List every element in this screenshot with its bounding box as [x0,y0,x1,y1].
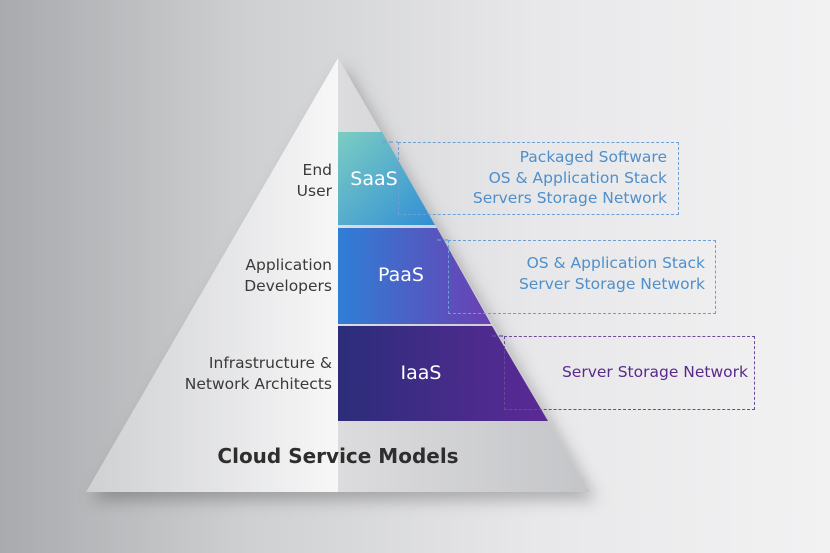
description-line: Servers Storage Network [472,189,667,207]
role-label: Infrastructure & Network Architects [184,354,332,393]
saas-description-box [398,142,679,215]
role-application-developers: Application Developers [180,255,332,297]
description-line: Server Storage Network [518,274,705,293]
role-label: End User [296,161,332,200]
iaas-description: Server Storage Network [506,362,748,383]
role-infrastructure-network-architects: Infrastructure & Network Architects [150,353,332,395]
iaas-label: IaaS [400,362,442,384]
iaas-description-box [504,336,755,410]
saas-layer [338,132,435,225]
description-line: OS & Application Stack [488,168,667,187]
paas-layer [338,228,491,324]
description-line: OS & Application Stack [526,254,705,272]
saas-label: SaaS [350,168,398,190]
saas-description: Packaged Software OS & Application Stack… [400,147,667,209]
role-label: Application Developers [244,256,332,295]
description-line: Packaged Software [519,148,667,166]
diagram-title: Cloud Service Models [217,444,459,468]
pyramid-left-face [86,58,338,492]
paas-description-box [448,240,716,314]
iaas-layer [338,326,548,421]
role-end-user: End User [200,160,332,202]
paas-label: PaaS [378,264,424,286]
description-line: Server Storage Network [561,363,748,381]
paas-description: OS & Application Stack Server Storage Ne… [450,253,705,294]
